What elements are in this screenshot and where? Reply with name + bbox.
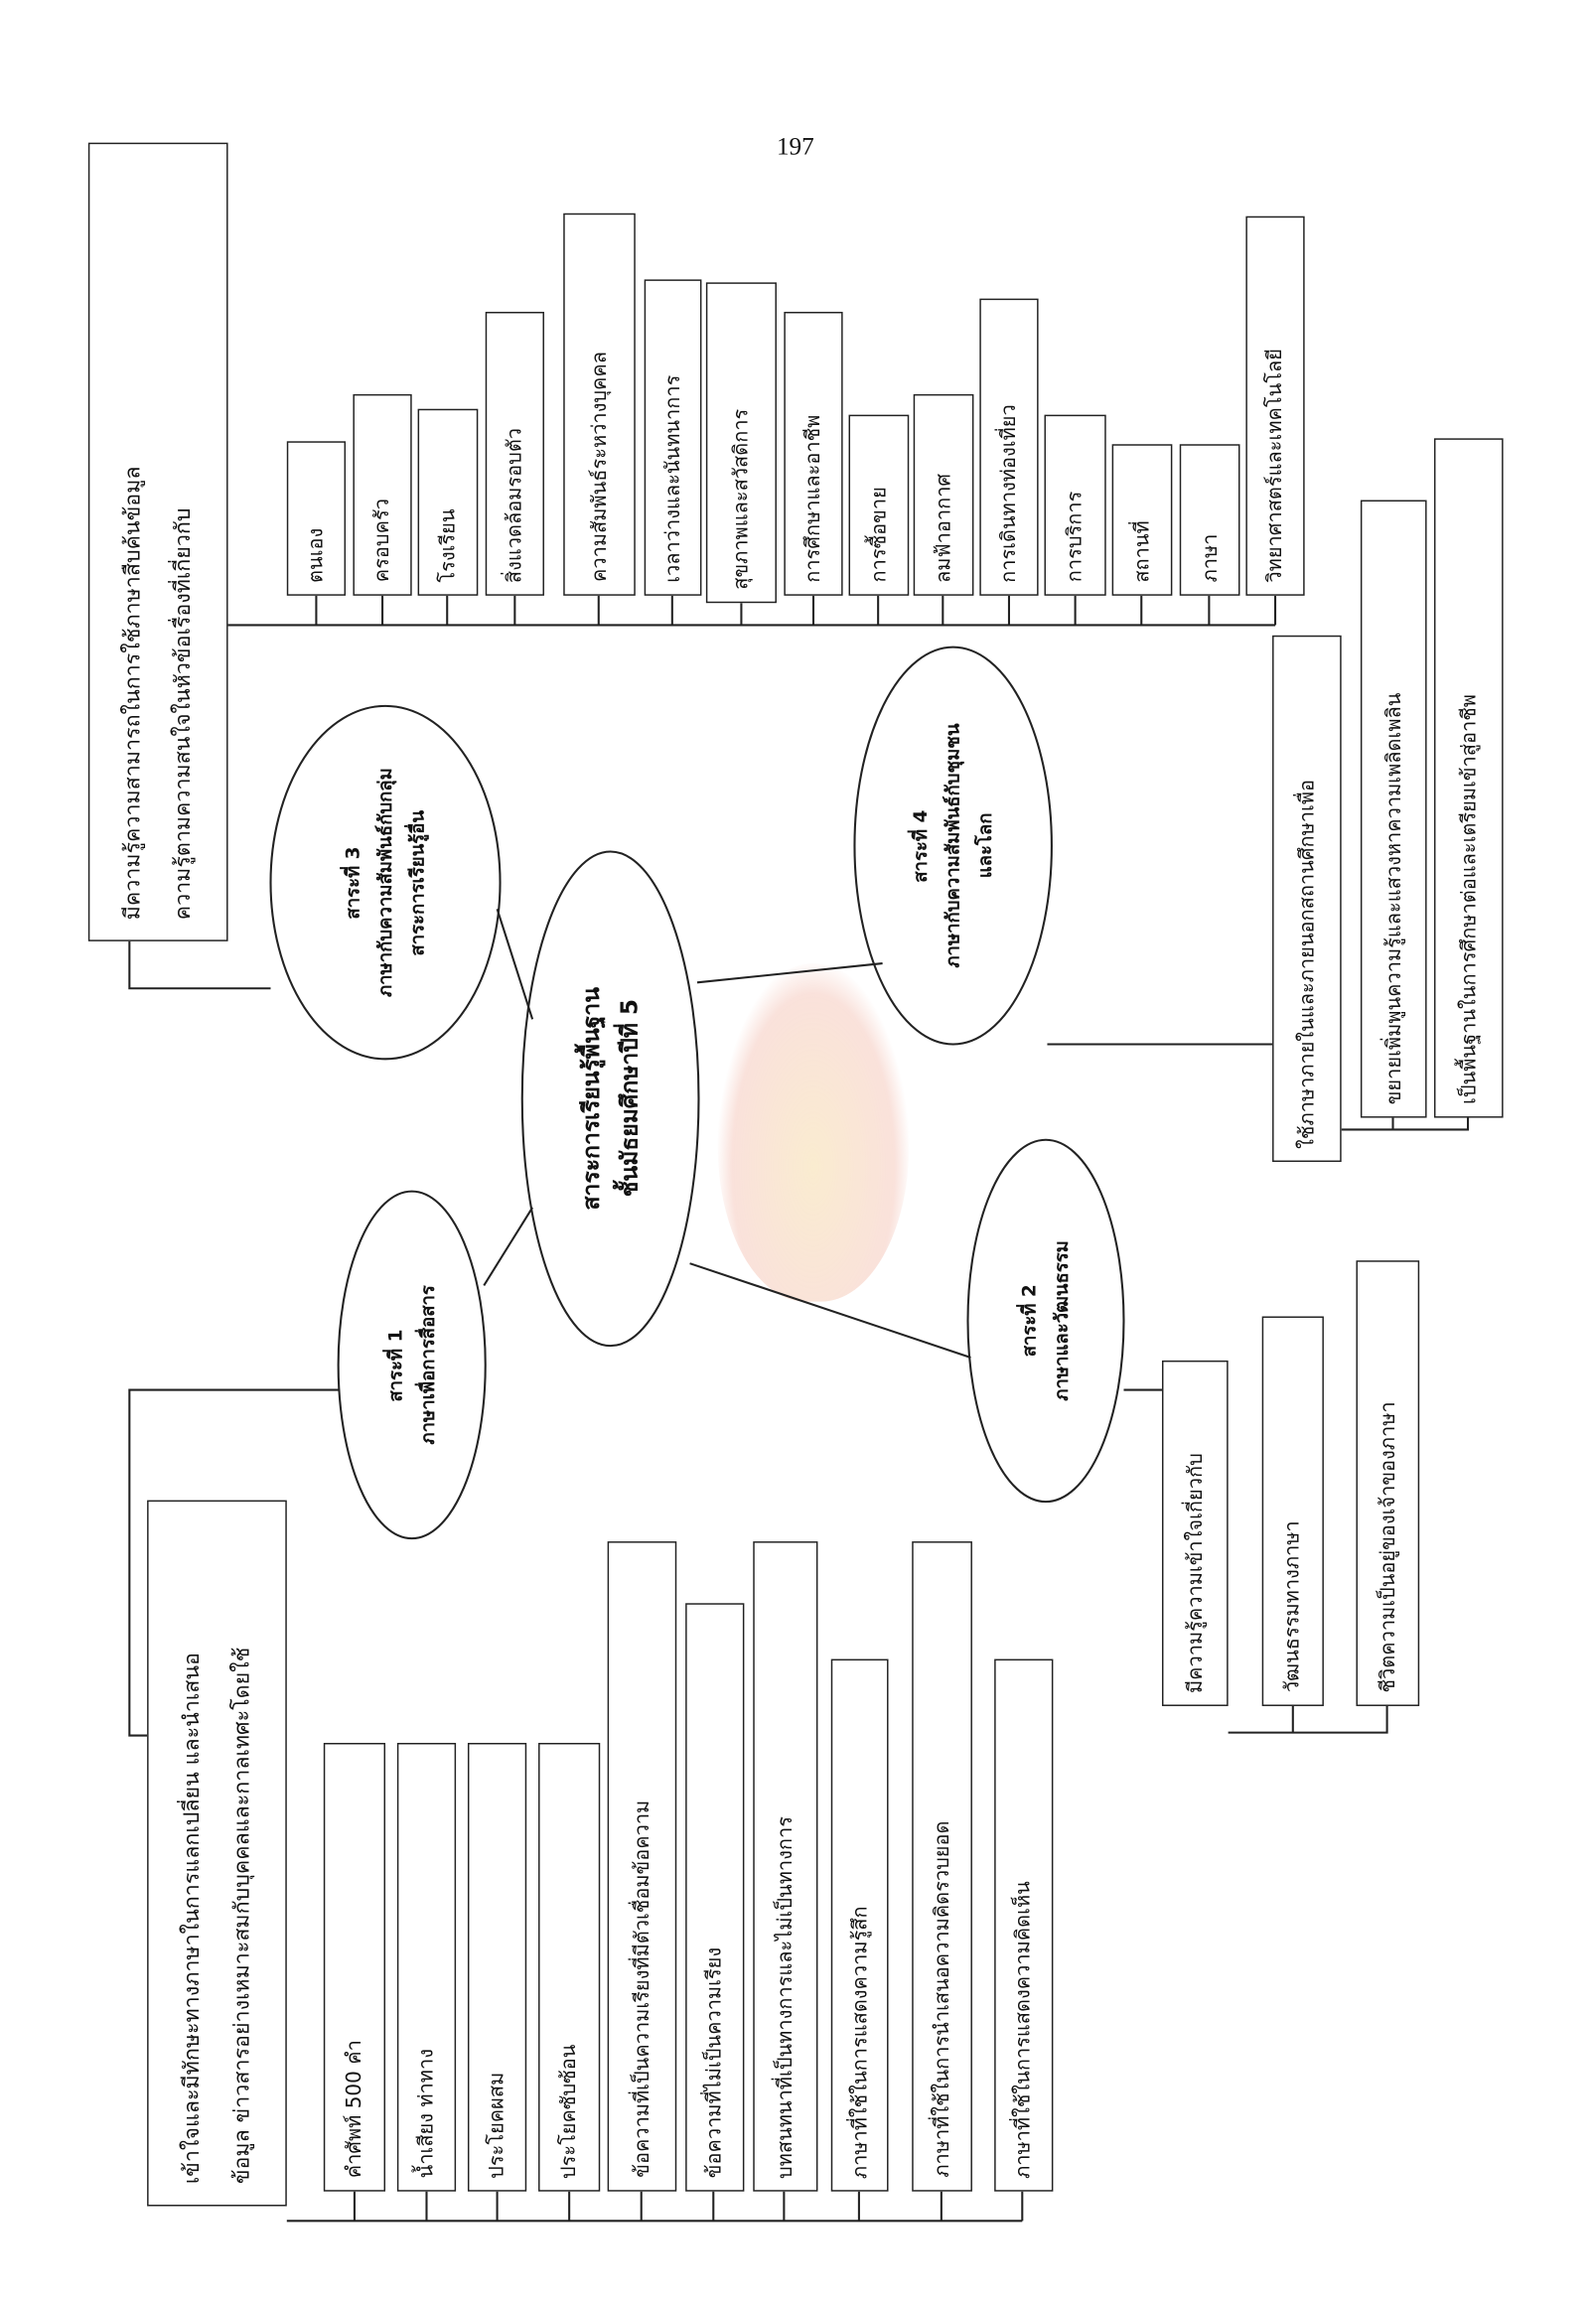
strand1-item: น้ำเสียง ท่าทาง — [396, 1742, 457, 2192]
strand3-item-label: การบริการ — [1063, 491, 1088, 583]
strand1-item: บทสนทนาที่เป็นทางการและไม่เป็นทางการ — [753, 1541, 818, 2192]
strand3-item: ครอบครัว — [353, 393, 412, 596]
center-ellipse — [520, 850, 700, 1348]
strand2-item: วัฒนธรรมทางภาษา — [1261, 1316, 1324, 1706]
strand3-item: ความสัมพันธ์ระหว่างบุคคล — [563, 213, 636, 596]
strand3-item: วิทยาศาสตร์และเทคโนโลยี — [1245, 216, 1305, 596]
strand1-item: ประโยคผสม — [467, 1742, 527, 2192]
strand3-item-label: การซื้อขาย — [867, 487, 891, 583]
strand1-label: สาระที่ 1 ภาษาเพื่อการสื่อสาร — [379, 1285, 444, 1444]
strand4-item: ใช้ภาษาภายในและภายนอกสถานศึกษาเพื่อ — [1272, 635, 1342, 1162]
strand2-item-label: วัฒนธรรมทางภาษา — [1280, 1520, 1305, 1693]
strand1-item: ข้อความที่ไม่เป็นความเรียง — [685, 1603, 745, 2192]
strand3-item: ภาษา — [1179, 444, 1240, 596]
strand1-item-label: บทสนทนาที่เป็นทางการและไม่เป็นทางการ — [774, 1815, 798, 2179]
strand1-item-label: ประโยคผสม — [485, 2072, 509, 2179]
strand3-item-label: สุขภาพและสวัสดิการ — [729, 408, 754, 590]
strand3-item-label: สิ่งแวดล้อมรอบตัว — [503, 427, 527, 583]
strand4-item: เป็นพื้นฐานในการศึกษาต่อและเตรียมเข้าสู่… — [1433, 438, 1504, 1118]
strand1-item: ภาษาที่ใช้ในการแสดงความคิดเห็น — [994, 1658, 1054, 2192]
strand3-item-label: ความสัมพันธ์ระหว่างบุคคล — [587, 352, 612, 583]
strand3-item: สถานที่ — [1111, 444, 1173, 596]
strand2-subtitle: ภาษาและวัฒนธรรม — [1050, 1240, 1073, 1401]
strand4-item-label: ขยายเพิ่มพูนความรู้และแสวงหาความเพลิดเพล… — [1381, 692, 1406, 1105]
strand4-item-label: เป็นพื้นฐานในการศึกษาต่อและเตรียมเข้าสู่… — [1456, 694, 1481, 1105]
strand1-item-label: น้ำเสียง ท่าทาง — [414, 2049, 439, 2179]
strand1-item-label: ประโยคซับซ้อน — [557, 2043, 581, 2179]
strand3-item-label: การศึกษาและอาชีพ — [801, 414, 825, 583]
strand3-item-label: โรงเรียน — [436, 508, 460, 583]
strand3-description-line: มีความรู้ความสามารถในการใช้ภาษาสืบค้นข้อ… — [121, 465, 145, 920]
strand1-description-line: เข้าใจและมีทักษะทางภาษาในการแลกเปลี่ยน แ… — [180, 1653, 205, 2185]
strand1-item-label: ภาษาที่ใช้ในการนำเสนอความคิดรวบยอด — [930, 1821, 954, 2179]
strand3-description-line: ความรู้ตามความสนใจในหัวข้อเรื่องที่เกี่ย… — [171, 506, 196, 920]
strand3-item: โรงเรียน — [417, 408, 479, 596]
page-number: 197 — [776, 132, 814, 161]
strand1-item-label: ภาษาที่ใช้ในการแสดงความคิดเห็น — [1011, 1880, 1036, 2179]
strand3-item-label: ภาษา — [1198, 533, 1222, 583]
strand3-description-box: มีความรู้ความสามารถในการใช้ภาษาสืบค้นข้อ… — [87, 142, 228, 941]
strand3-item-label: ครอบครัว — [370, 499, 394, 583]
strand1-item: คำศัพท์ 500 คำ — [323, 1742, 386, 2192]
strand3-item-label: ลมฟ้าอากาศ — [932, 473, 955, 583]
strand4-ellipse — [853, 646, 1053, 1046]
strand1-item: ภาษาที่ใช้ในการแสดงความรู้สึก — [830, 1658, 889, 2192]
strand1-item-label: คำศัพท์ 500 คำ — [343, 2040, 366, 2179]
strand1-description-line: ข้อมูล ข่าวสารอย่างเหมาะสมกับบุคคลและกาล… — [229, 1647, 254, 2185]
watermark-emblem — [717, 963, 910, 1302]
strand4-item-label: ใช้ภาษาภายในและภายนอกสถานศึกษาเพื่อ — [1295, 779, 1319, 1149]
strand1-title: สาระที่ 1 — [383, 1328, 406, 1401]
strand3-item: เวลาว่างและนันทนาการ — [644, 279, 702, 596]
strand3-item-label: วิทยาศาสตร์และเทคโนโลยี — [1263, 348, 1287, 583]
strand4-subtitle-2: และโลก — [973, 812, 996, 879]
strand1-item-label: ภาษาที่ใช้ในการแสดงความรู้สึก — [847, 1905, 872, 2179]
strand1-item: ประโยคซับซ้อน — [538, 1742, 601, 2192]
strand1-description-box: เข้าใจและมีทักษะทางภาษาในการแลกเปลี่ยน แ… — [147, 1500, 287, 2207]
strand3-item-label: ตนเอง — [304, 527, 329, 583]
strand3-item: สุขภาพและสวัสดิการ — [705, 282, 777, 604]
strand1-stems — [353, 2191, 1024, 2222]
strand3-item: ลมฟ้าอากาศ — [913, 393, 974, 596]
strand3-item-label: การเดินทางท่องเที่ยว — [997, 403, 1021, 583]
strand3-item: การศึกษาและอาชีพ — [784, 311, 843, 596]
strand2-label: สาระที่ 2 ภาษาและวัฒนธรรม — [1013, 1240, 1078, 1401]
strand4-subtitle: ภาษากับความสัมพันธ์กับชุมชน — [941, 723, 964, 968]
strand3-subtitle: ภาษากับความสัมพันธ์กับกลุ่ม — [373, 768, 396, 998]
strand3-title: สาระที่ 3 — [341, 846, 363, 920]
strand2-ellipse — [966, 1138, 1125, 1504]
strand3-item: สิ่งแวดล้อมรอบตัว — [485, 311, 544, 596]
center-title-line2: ชั้นมัธยมศึกษาปีที่ 5 — [616, 999, 644, 1198]
strand2-item: ชีวิตความเป็นอยู่ของเจ้าของภาษา — [1356, 1260, 1420, 1706]
strand3-item-label: สถานที่ — [1130, 520, 1154, 583]
strand3-stems — [315, 595, 1277, 626]
strand3-item: ตนเอง — [286, 441, 347, 596]
strand1-item: ข้อความที่เป็นความเรียงที่มีตัวเชื่อมข้อ… — [607, 1541, 677, 2192]
strand4-title: สาระที่ 4 — [909, 809, 932, 883]
strand3-ellipse — [269, 704, 502, 1061]
strand3-subtitle-2: สาระการเรียนรู้อื่น — [405, 809, 428, 955]
strand2-item: มีความรู้ความเข้าใจเกี่ยวกับ — [1161, 1360, 1229, 1706]
strand4-item: ขยายเพิ่มพูนความรู้และแสวงหาความเพลิดเพล… — [1360, 500, 1427, 1118]
strand2-item-label: ชีวิตความเป็นอยู่ของเจ้าของภาษา — [1376, 1401, 1400, 1693]
strand4-label: สาระที่ 4 ภาษากับความสัมพันธ์กับชุมชน และโ… — [905, 724, 1002, 968]
strand1-ellipse — [337, 1190, 487, 1540]
strand3-label: สาระที่ 3 ภาษากับความสัมพันธ์กับกลุ่ม สาระ… — [337, 768, 434, 997]
strand2-title: สาระที่ 2 — [1017, 1284, 1041, 1358]
strand3-item: การซื้อขาย — [848, 414, 910, 596]
strand2-item-label: มีความรู้ความเข้าใจเกี่ยวกับ — [1183, 1452, 1208, 1693]
strand1-item-label: ข้อความที่เป็นความเรียงที่มีตัวเชื่อมข้อ… — [630, 1800, 654, 2179]
center-title-line1: สาระการเรียนรู้พื้นฐาน — [578, 987, 605, 1211]
strand1-subtitle: ภาษาเพื่อการสื่อสาร — [416, 1285, 439, 1445]
strand3-item: การเดินทางท่องเที่ยว — [979, 298, 1039, 596]
strand1-item: ภาษาที่ใช้ในการนำเสนอความคิดรวบยอด — [912, 1541, 972, 2192]
strand3-item: การบริการ — [1044, 414, 1106, 596]
center-label: สาระการเรียนรู้พื้นฐาน ชั้นมัธยมศึกษาปีที… — [572, 987, 649, 1210]
strand3-item-label: เวลาว่างและนันทนาการ — [660, 374, 685, 583]
strand1-item-label: ข้อความที่ไม่เป็นความเรียง — [702, 1947, 727, 2179]
